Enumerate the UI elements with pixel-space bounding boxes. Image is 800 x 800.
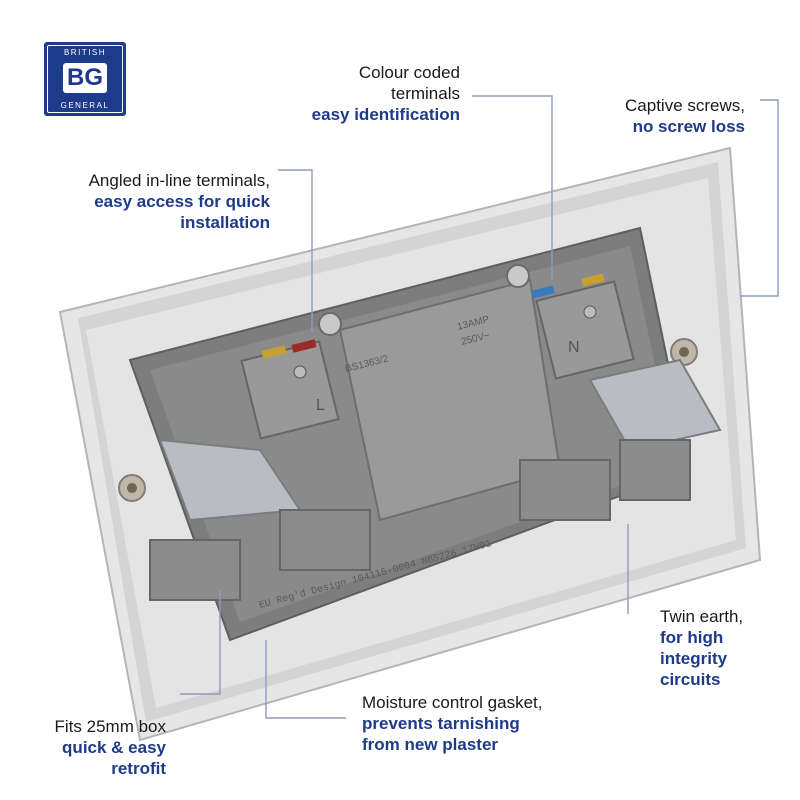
callout-gasket-highlight2: from new plaster: [362, 735, 499, 754]
callout-angled-line1: Angled in-line terminals,: [88, 171, 270, 190]
callout-twin-earth-line1: Twin earth,: [660, 607, 744, 626]
leader-angled: [278, 169, 313, 332]
callout-box-line1: Fits 25mm box: [54, 717, 166, 736]
british-general-logo: BRITISH BG GENERAL: [44, 42, 126, 116]
live-colour-marker: [291, 339, 317, 353]
callout-colour-coded-line1: Colour coded: [358, 63, 460, 82]
terminal-screw: [583, 305, 597, 319]
earth-clamp-right: [588, 358, 722, 452]
callout-box-highlight2: retrofit: [111, 759, 166, 778]
callout-twin-earth: Twin earth, for high integrity circuits: [660, 606, 790, 690]
callout-colour-coded-line2: terminals: [391, 84, 460, 103]
leader-colour-coded: [472, 95, 553, 280]
mounting-hole-left-center: [127, 483, 137, 493]
neutral-terminal-block: [535, 280, 635, 380]
logo-top-text: BRITISH: [63, 48, 107, 57]
callout-colour-coded-highlight: easy identification: [311, 105, 460, 124]
callout-gasket-line1: Moisture control gasket,: [362, 693, 543, 712]
logo-bottom-text: GENERAL: [60, 101, 110, 110]
callout-gasket-highlight1: prevents tarnishing: [362, 714, 520, 733]
housing-foot: [519, 459, 611, 521]
callout-angled-terminals: Angled in-line terminals, easy access fo…: [30, 170, 270, 233]
live-letter: L: [316, 397, 325, 414]
neutral-letter: N: [568, 339, 580, 356]
callout-captive-line1: Captive screws,: [625, 96, 745, 115]
housing-foot-right: [619, 439, 691, 501]
captive-screw-right: [506, 264, 530, 288]
callout-angled-highlight1: easy access for quick: [94, 192, 270, 211]
neutral-colour-marker: [531, 285, 555, 299]
callout-twin-earth-highlight1: for high: [660, 628, 724, 647]
earth-colour-marker: [261, 345, 287, 359]
logo-frame: [47, 45, 123, 113]
callout-box-highlight1: quick & easy: [62, 738, 166, 757]
leader-box: [180, 590, 221, 695]
mounting-hole-right-center: [679, 347, 689, 357]
callout-moisture-gasket: Moisture control gasket, prevents tarnis…: [362, 692, 592, 755]
callout-captive-screws: Captive screws, no screw loss: [560, 95, 745, 137]
logo-mark: BG: [63, 63, 107, 93]
callout-angled-highlight2: installation: [180, 213, 270, 232]
terminal-screw: [293, 365, 307, 379]
callout-twin-earth-highlight2: integrity: [660, 649, 728, 668]
leader-captive: [740, 99, 779, 297]
callout-colour-coded: Colour coded terminals easy identificati…: [300, 62, 460, 125]
housing-foot-left: [149, 539, 241, 601]
callout-twin-earth-highlight3: circuits: [660, 670, 721, 689]
leader-gasket: [265, 640, 346, 719]
captive-screw-left: [318, 312, 342, 336]
housing-foot: [279, 509, 371, 571]
callout-captive-highlight: no screw loss: [632, 117, 745, 136]
earth-colour-marker-right: [581, 273, 605, 287]
callout-box-fit: Fits 25mm box quick & easy retrofit: [16, 716, 166, 779]
